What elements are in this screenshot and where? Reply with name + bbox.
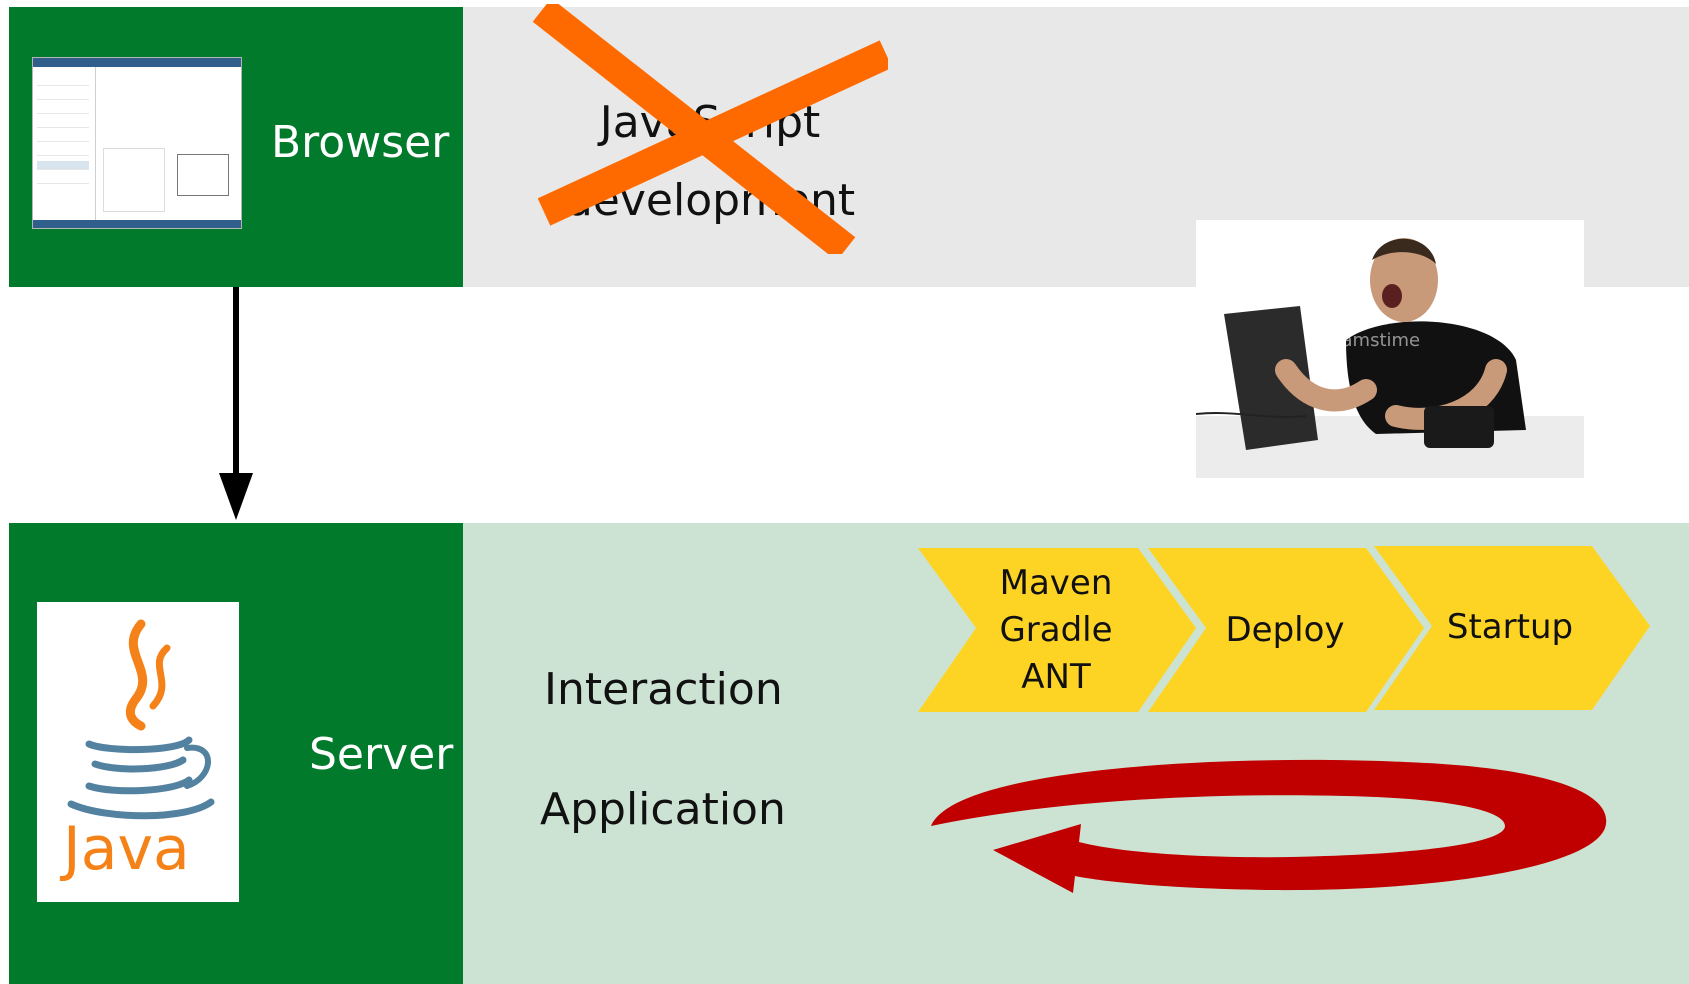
thumbnail-map [177, 154, 229, 196]
server-label: Server [309, 729, 454, 780]
java-cup-icon [67, 619, 215, 820]
thumbnail-statusbar [33, 220, 241, 228]
thumbnail-sidebar [33, 67, 96, 220]
startup-text: Startup [1446, 607, 1574, 647]
browser-box: Browser [9, 7, 463, 287]
build-tool-gradle: Gradle [999, 610, 1113, 650]
browser-label: Browser [271, 117, 450, 168]
build-chevron [918, 548, 1196, 712]
server-box: Java Server [9, 523, 463, 984]
application-label: Application [540, 784, 786, 835]
photo-watermark: dreamstime [1312, 330, 1421, 351]
interaction-label: Interaction [544, 664, 783, 715]
pipeline-chevrons [918, 546, 1650, 712]
frustrated-man-photo: dreamstime [1196, 220, 1584, 478]
crossed-out-icon [532, 4, 888, 254]
deploy-chevron [1148, 548, 1424, 712]
build-tool-maven: Maven [999, 563, 1113, 603]
frustrated-man-icon [1196, 238, 1584, 478]
thumbnail-titlebar [33, 58, 241, 67]
cycle-arrow-icon [931, 759, 1607, 893]
thumbnail-table [103, 148, 165, 212]
startup-chevron [1374, 546, 1650, 710]
browser-to-server-arrow [219, 287, 253, 523]
build-tools-text: Maven Gradle ANT [966, 560, 1146, 701]
java-logo-text: Java [63, 814, 190, 884]
deploy-text: Deploy [1225, 610, 1345, 650]
java-logo: Java [37, 602, 239, 902]
app-screenshot-thumbnail [32, 57, 242, 229]
build-tool-ant: ANT [1021, 657, 1091, 697]
